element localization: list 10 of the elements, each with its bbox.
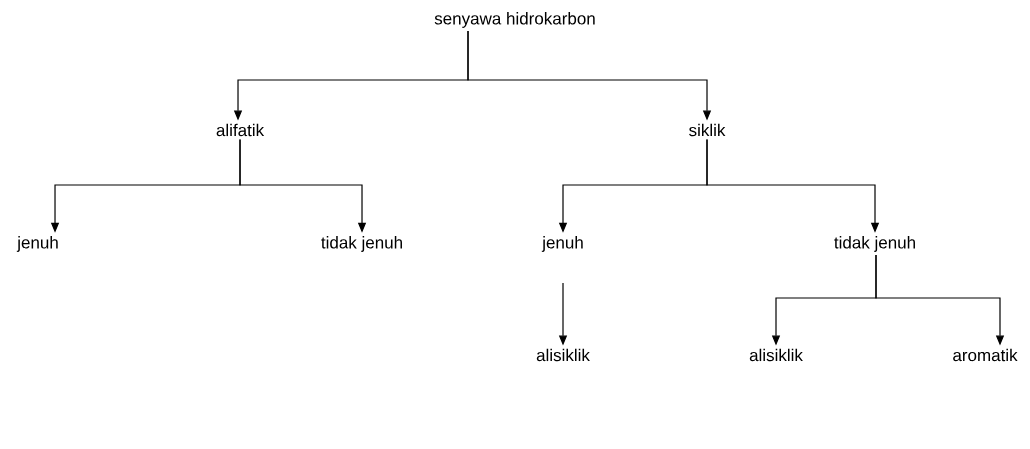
category-label: tidak jenuh [321,236,402,252]
category-label: jenuh [16,236,58,252]
category-label: senyawa hidrokarbon [434,12,595,28]
category-label: aromatik [953,348,1018,362]
category-label: siklik [689,123,726,137]
category-label: alisiklik [536,348,590,362]
category-label: jenuh [541,236,583,252]
category-label: alifatik [216,123,265,137]
category-label: alisiklik [749,348,803,362]
category-label: tidak jenuh [834,236,915,252]
